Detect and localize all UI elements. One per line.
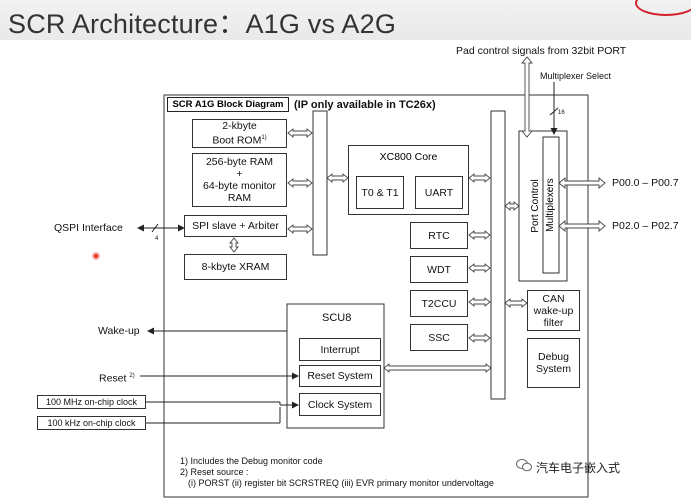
core-label: XC800 Core (379, 151, 438, 163)
wdt-block: WDT (410, 256, 468, 283)
reset-sup: 2) (129, 373, 135, 379)
can-line2: wake-up (533, 304, 574, 317)
ram-line1: 256-byte RAM (205, 156, 274, 168)
uart-block: UART (415, 176, 463, 209)
can-wakeup-filter-block: CAN wake-up filter (527, 290, 580, 331)
reset-label-wrap: Reset 2) (99, 370, 135, 385)
clock-system-block: Clock System (299, 393, 381, 416)
block-note: (IP only available in TC26x) (294, 99, 436, 111)
debug-line1: Debug (538, 351, 569, 363)
footnote-3: (i) PORST (ii) register bit SCRSTREQ (ii… (188, 478, 494, 488)
debug-system-block: Debug System (527, 338, 580, 388)
page-title: SCR Architecture：A1G vs A2G (8, 9, 397, 39)
port-control-label: Port Control (530, 179, 541, 233)
boot-rom-sup: 1) (261, 135, 267, 142)
boot-rom-line2: Boot ROM (212, 134, 262, 147)
block-title: SCR A1G Block Diagram (167, 97, 289, 112)
interrupt-block: Interrupt (299, 338, 381, 361)
wechat-icon (516, 459, 532, 472)
watermark-text: 汽车电子嵌入式 (536, 461, 621, 475)
ram-line2: + (236, 168, 243, 180)
boot-rom-block: 2-kbyte Boot ROM1) (192, 119, 287, 148)
footnote-1: 1) Includes the Debug monitor code (180, 456, 323, 466)
ram-block: 256-byte RAM + 64-byte monitor RAM (192, 153, 287, 207)
can-line3: filter (543, 316, 564, 329)
reset-label: Reset (99, 372, 127, 385)
p02-pins-label: P02.0 – P02.7 (612, 220, 679, 232)
spi-slave-block: SPI slave + Arbiter (184, 215, 287, 237)
boot-rom-line1: 2-kbyte (222, 120, 257, 133)
multiplexers-label: Multiplexers (545, 178, 556, 232)
debug-line2: System (535, 363, 571, 375)
can-line1: CAN (542, 292, 565, 305)
pad-control-label: Pad control signals from 32bit PORT (456, 45, 627, 57)
rtc-block: RTC (410, 222, 468, 249)
clock-100mhz-box: 100 MHz on-chip clock (37, 395, 146, 409)
p00-pins-label: P00.0 – P00.7 (612, 177, 679, 189)
ram-line3: 64-byte monitor (203, 180, 276, 192)
qspi-width-label: 4 (155, 236, 159, 242)
footnote-2: 2) Reset source : (180, 467, 249, 477)
ram-line4: RAM (227, 192, 252, 204)
xram-block: 8-kbyte XRAM (184, 254, 287, 280)
boot-rom-line2-wrap: Boot ROM1) (212, 132, 266, 147)
bus-width-label: 16 (558, 110, 565, 116)
timer-t0-t1-block: T0 & T1 (356, 176, 404, 209)
t2ccu-block: T2CCU (410, 290, 468, 317)
wakeup-label: Wake-up (98, 325, 140, 337)
clock-100khz-box: 100 kHz on-chip clock (37, 416, 146, 430)
scu8-label: SCU8 (322, 312, 352, 324)
qspi-interface-label: QSPI Interface (54, 222, 123, 234)
multiplexer-select-label: Multiplexer Select (540, 71, 612, 81)
xc800-core-block: XC800 Core T0 & T1 UART (348, 145, 469, 215)
reset-system-block: Reset System (299, 365, 381, 387)
title-bar: SCR Architecture：A1G vs A2G (0, 0, 691, 40)
ssc-block: SSC (410, 324, 468, 351)
